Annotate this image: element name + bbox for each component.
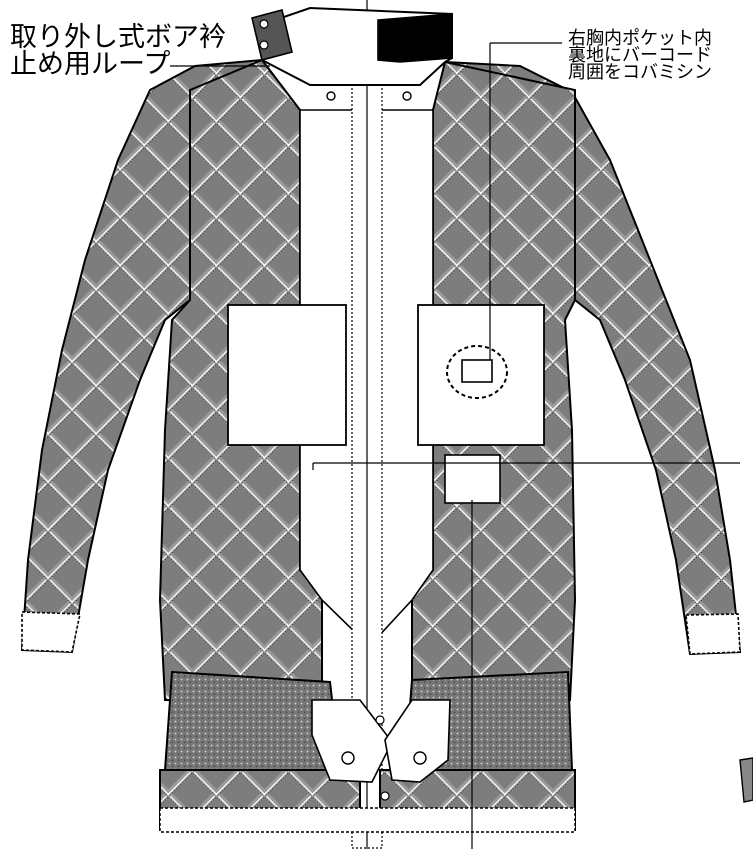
collar-button-right — [402, 91, 412, 101]
removable-collar-piece — [739, 757, 753, 803]
snap-center — [375, 715, 385, 725]
barcode-label — [461, 359, 493, 383]
right-sleeve — [443, 60, 742, 656]
left-cuff — [21, 611, 81, 653]
collar-snap-2 — [259, 40, 269, 50]
right-cuff — [685, 613, 741, 655]
hem-edge — [159, 807, 576, 833]
snap-lower — [380, 791, 390, 801]
collar-inner-band — [377, 13, 453, 63]
snap-right — [413, 751, 427, 765]
small-pocket — [444, 454, 501, 504]
callout-inner-pocket-line-2: 裏地にバーコード — [568, 45, 712, 66]
callout-inner-pocket-line-3: 周囲をコバミシン — [568, 62, 712, 83]
callout-inner-pocket: 右胸内ポケット内 裏地にバーコード 周囲をコバミシン — [568, 28, 712, 83]
right-storm-tab — [384, 699, 451, 783]
callout-collar-loop-line-2: 止め用ループ — [10, 49, 171, 80]
left-chest-pocket — [227, 304, 347, 446]
collar-button-left — [326, 91, 336, 101]
left-storm-tab — [311, 699, 393, 783]
callout-collar-loop: 取り外し式ボア衿 止め用ループ — [10, 24, 226, 78]
snap-left — [341, 751, 355, 765]
callout-inner-pocket-line-1: 右胸内ポケット内 — [568, 28, 712, 49]
callout-collar-loop-line-1: 取り外し式ボア衿 — [10, 22, 226, 53]
collar-snap-1 — [259, 19, 269, 29]
